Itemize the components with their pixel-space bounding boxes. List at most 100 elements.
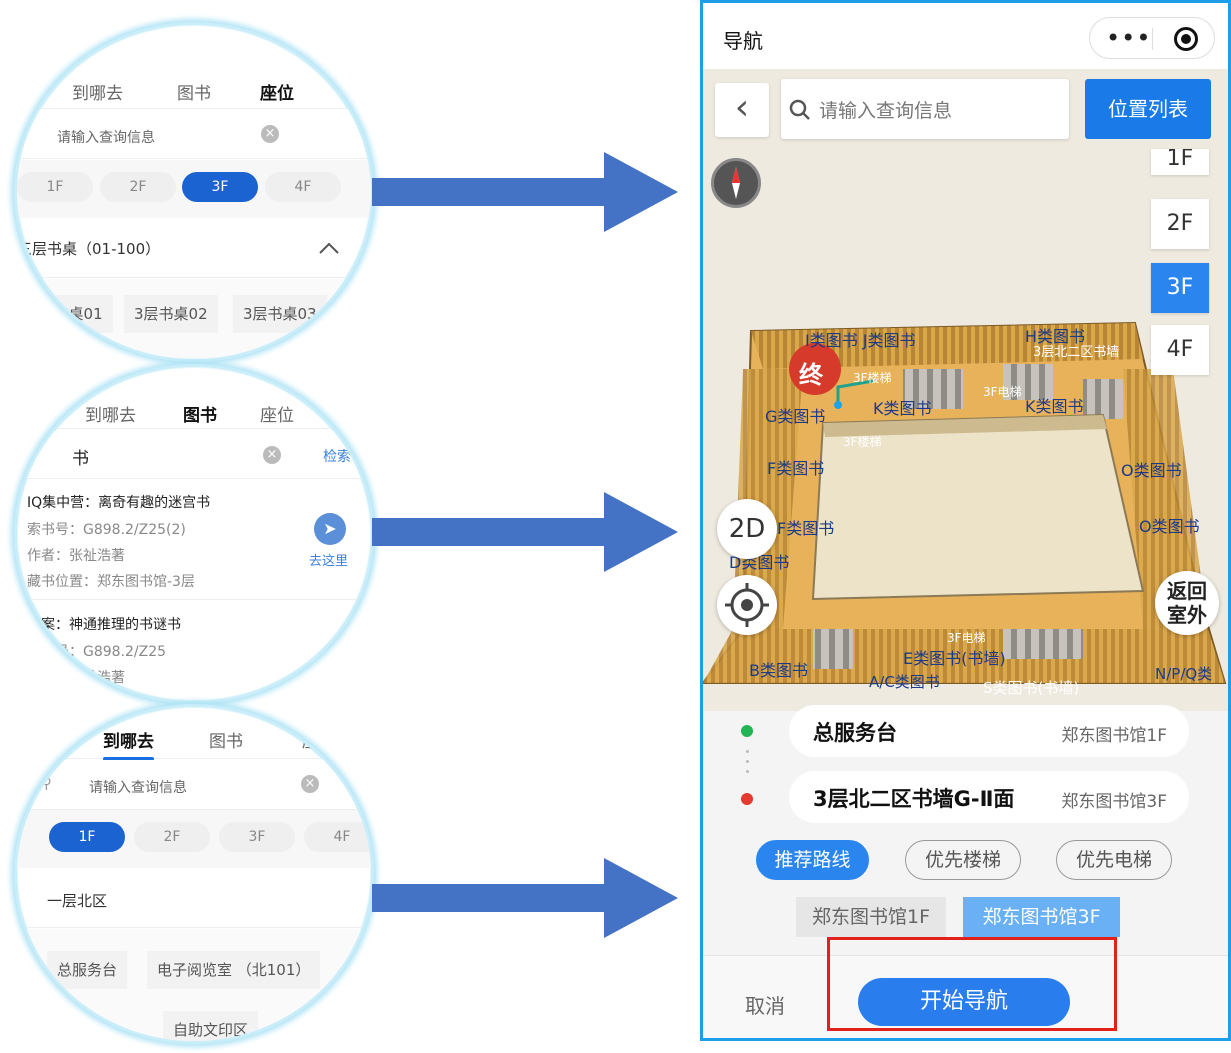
location-list-button[interactable]: 位置列表 (1085, 79, 1211, 139)
floor-2f[interactable]: 2F (100, 172, 176, 202)
map-label: 3层北二区书墙 (1033, 345, 1120, 360)
list-item[interactable]: 奇案：神通推理的书谜书 索书号：G898.2/Z25 作者：张祉浩著 (17, 601, 371, 701)
book-location: 藏书位置：郑东图书馆-3层 (27, 574, 195, 590)
tab-destination[interactable]: 到哪去 (103, 727, 154, 761)
seat-chip[interactable]: 3层书桌02 (124, 295, 218, 333)
clear-icon[interactable]: × (301, 775, 319, 793)
compass-icon[interactable] (711, 158, 761, 208)
cancel-button[interactable]: 取消 (745, 994, 785, 1018)
2d-mode-button[interactable]: 2D (717, 499, 777, 559)
map-label: N/P/Q类 (1155, 665, 1213, 683)
floor-3f[interactable]: 3F (182, 172, 258, 202)
book-author: 作者：张祉浩著 (27, 548, 125, 564)
tab-seats[interactable]: 座位 (260, 79, 294, 113)
book-title: IQ集中营：离奇有趣的迷宫书 (27, 495, 211, 511)
map-label: B类图书 (749, 661, 808, 680)
tab-seats[interactable]: 座位 (260, 406, 294, 426)
floor-3f[interactable]: 3F (219, 822, 295, 852)
end-marker[interactable]: 终 (799, 361, 823, 389)
tab-bar: 到哪去 图书 座位 (17, 69, 371, 113)
tab-seats[interactable]: 座位 (302, 732, 336, 752)
floor-4f[interactable]: 4F (304, 822, 371, 852)
end-name: 3层北二区书墙G-Ⅱ面 (813, 787, 1015, 811)
place-grid: 总服务台 电子阅览室 （北101） 自助文印区 (17, 929, 371, 1041)
segment-floor-1f[interactable]: 郑东图书馆1F (796, 897, 946, 937)
option-recommended-route[interactable]: 推荐路线 (756, 840, 869, 880)
floor-2f[interactable]: 2F (134, 822, 210, 852)
search-placeholder: 请输入查询信息 (819, 100, 953, 122)
navigate-icon[interactable]: ➤ (314, 513, 346, 545)
tab-books[interactable]: 图书 (209, 732, 243, 752)
clear-icon[interactable]: × (261, 125, 279, 143)
place-chip[interactable]: 电子阅览室 （北101） (147, 951, 321, 989)
back-to-outdoor-button[interactable]: 返回室外 (1155, 571, 1219, 635)
search-input[interactable]: 书 (72, 449, 89, 469)
section-header[interactable]: 一层北区 (17, 868, 371, 928)
book-call-number: 索书号：G898.2/Z25 (27, 644, 167, 660)
tab-books[interactable]: 图书 (177, 84, 211, 104)
map-label: F类图书 (767, 459, 825, 478)
start-dot (741, 725, 753, 737)
back-button[interactable]: ‹ (715, 83, 769, 137)
mini-program-capsule: ••• (1089, 17, 1215, 59)
seat-chip[interactable]: 3层书桌01 (19, 295, 113, 333)
phone-screen: 导航 ••• (700, 0, 1231, 1041)
map-label: G类图书 (765, 407, 826, 426)
floor-button-4f[interactable]: 4F (1151, 325, 1209, 375)
book-call-number: 索书号：G898.2/Z25(2) (27, 522, 186, 538)
floor-1f[interactable]: 1F (49, 822, 125, 852)
map-label: 3F楼梯 (843, 435, 882, 449)
search-button[interactable]: 检索 (323, 449, 351, 465)
clear-icon[interactable]: × (263, 446, 281, 464)
map-label: A/C类图书 (869, 673, 940, 691)
section-title: 三层书桌（01-100） (17, 240, 161, 258)
indoor-map[interactable]: 终 I类图书 J类图书 H类图书 3层北二区书墙 G类图书 K类图书 K类图书 … (703, 69, 1228, 711)
tab-destination[interactable]: 到哪去 (72, 84, 123, 104)
magnifier-seat-panel: 到哪去 图书 座位 请输入查询信息 × 1F 2F 3F 4F 三层书桌（01-… (14, 22, 374, 362)
route-end-card[interactable]: 3层北二区书墙G-Ⅱ面 郑东图书馆3F (789, 771, 1189, 823)
locate-me-button[interactable] (717, 575, 777, 635)
search-bar[interactable]: ⚲ 请输入查询信息 × (17, 760, 371, 810)
map-label: 3F电梯 (947, 631, 986, 645)
map-label: S类图书(书墙) (983, 679, 1080, 697)
more-icon[interactable]: ••• (1106, 24, 1152, 52)
close-target-icon[interactable] (1174, 27, 1198, 51)
segment-floor-3f[interactable]: 郑东图书馆3F (963, 897, 1120, 937)
floor-1f[interactable]: 1F (17, 172, 93, 202)
seat-chip[interactable]: 3层书桌03 (233, 295, 327, 333)
magnifier-destination-panel: 到哪去 图书 座位 ⚲ 请输入查询信息 × 1F 2F 3F 4F 一层北区 总… (14, 704, 374, 1044)
list-item[interactable]: IQ集中营：离奇有趣的迷宫书 索书号：G898.2/Z25(2) 作者：张祉浩著… (17, 480, 371, 600)
bottom-action-bar: 取消 开始导航 (703, 955, 1228, 1038)
floor-button-1f[interactable]: 1F (1151, 149, 1209, 175)
place-chip[interactable]: 总服务台 (47, 951, 128, 989)
goto-button[interactable]: 去这里 (309, 554, 349, 569)
place-chip[interactable]: 自助文印区 (163, 1011, 259, 1041)
route-start-card[interactable]: 总服务台 郑东图书馆1F (789, 705, 1189, 757)
map-label: 3F楼梯 (853, 371, 892, 385)
start-navigation-button[interactable]: 开始导航 (858, 978, 1070, 1026)
tab-bar: 到哪去 图书 座位 (17, 389, 371, 435)
end-dot (741, 793, 753, 805)
section-header[interactable]: 三层书桌（01-100） (17, 218, 371, 278)
option-prefer-elevator[interactable]: 优先电梯 (1056, 840, 1172, 880)
search-icon (789, 99, 810, 120)
search-bar[interactable]: 请输入查询信息 × (17, 109, 371, 159)
floor-4f[interactable]: 4F (265, 172, 341, 202)
tab-books[interactable]: 图书 (183, 401, 217, 435)
arrow-right-icon (372, 152, 678, 232)
search-placeholder: 请输入查询信息 (57, 130, 155, 146)
option-prefer-stairs[interactable]: 优先楼梯 (905, 840, 1021, 880)
map-search-input[interactable]: 请输入查询信息 (781, 79, 1069, 139)
floor-selector: 1F 2F 3F 4F (17, 160, 371, 218)
map-label: O类图书 (1139, 517, 1200, 536)
floor-button-2f[interactable]: 2F (1151, 199, 1209, 249)
tab-destination[interactable]: 到哪去 (85, 406, 136, 426)
section-title: 一层北区 (47, 892, 108, 910)
floor-button-3f[interactable]: 3F (1151, 263, 1209, 313)
search-bar[interactable]: 书 × 检索 (17, 431, 371, 479)
map-label: K类图书 (1025, 397, 1084, 416)
chevron-up-icon[interactable] (319, 242, 339, 254)
map-label: E类图书(书墙) (903, 649, 1006, 668)
map-label: I类图书 J类图书 (805, 331, 916, 350)
floor-selector: 1F 2F 3F 4F (17, 810, 371, 868)
